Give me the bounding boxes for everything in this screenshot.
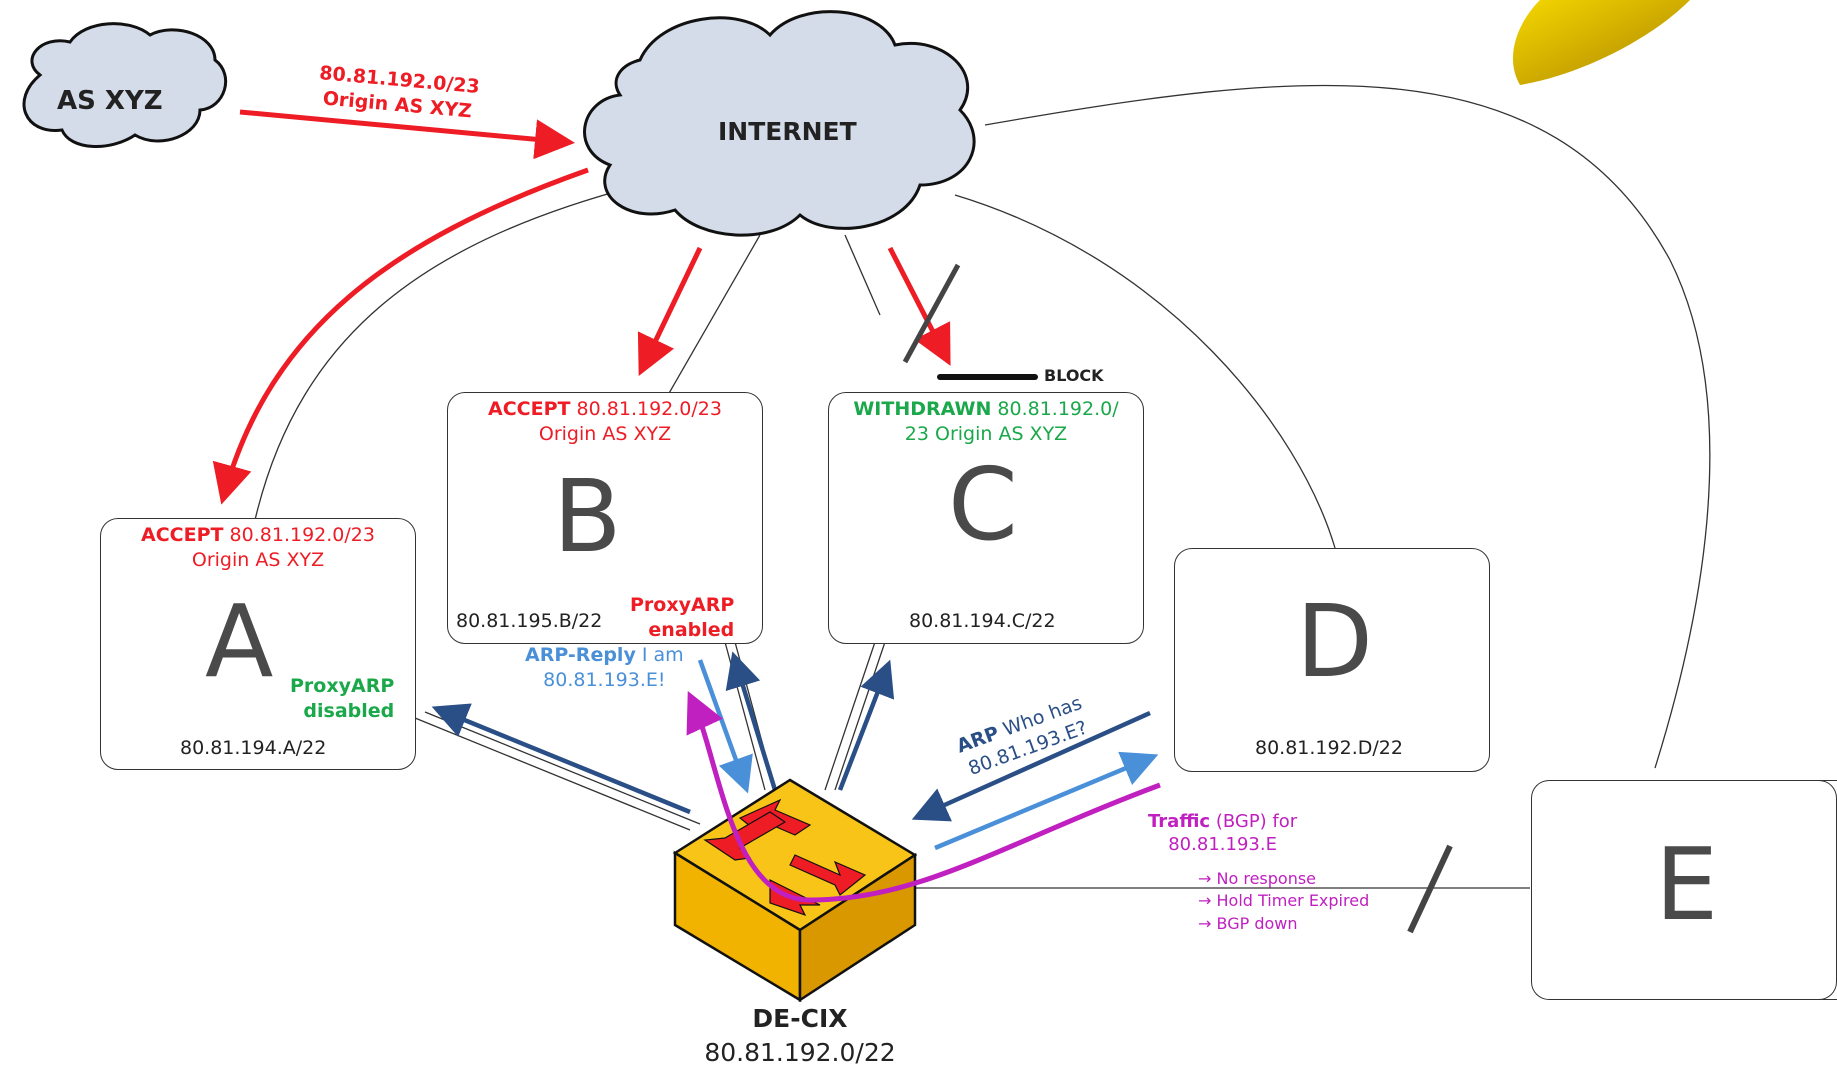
decix-name: DE-CIX xyxy=(752,1004,848,1033)
as-xyz-cloud-icon xyxy=(22,22,228,148)
cable-internet-d xyxy=(954,194,1336,549)
traffic-rest: (BGP) for xyxy=(1215,811,1298,832)
arp-reply-rest: I am xyxy=(641,644,684,666)
arp-reply-label: ARP-Reply I am 80.81.193.E! xyxy=(525,643,684,692)
router-b-proxyarp: ProxyARP enabled xyxy=(630,593,734,642)
traffic-address: 80.81.193.E xyxy=(1168,834,1277,856)
cable-internet-c xyxy=(844,234,881,316)
router-b-letter: B xyxy=(553,458,622,575)
router-b-proxyarp-line1: ProxyARP xyxy=(630,594,735,616)
router-b-box xyxy=(447,392,763,644)
arrow-switch-to-a xyxy=(431,703,691,815)
router-b-accept: ACCEPT 80.81.192.0/23 Origin AS XYZ xyxy=(447,397,763,446)
arrow-asxyz-to-internet xyxy=(239,109,575,160)
router-a-address: 80.81.194.A/22 xyxy=(180,737,327,759)
router-b-proxyarp-line2: enabled xyxy=(648,618,735,641)
router-c-withdrawn-prefix: 80.81.192.0/ xyxy=(997,398,1119,420)
banana-decoration-icon xyxy=(1512,0,1690,85)
cable-switch-c-2 xyxy=(834,641,886,791)
router-c-address: 80.81.194.C/22 xyxy=(909,610,1056,632)
traffic-note-3: → BGP down xyxy=(1198,913,1298,933)
router-a-proxyarp: ProxyARP disabled xyxy=(290,674,394,723)
router-a-accept-keyword: ACCEPT xyxy=(141,524,224,546)
traffic-notes: → No response → Hold Timer Expired → BGP… xyxy=(1198,868,1369,935)
router-a-accept-origin: Origin AS XYZ xyxy=(191,548,325,571)
cable-switch-a-2 xyxy=(424,711,701,825)
router-b-address: 80.81.195.B/22 xyxy=(456,610,603,632)
router-b-accept-keyword: ACCEPT xyxy=(488,398,571,420)
traffic-note-2: → Hold Timer Expired xyxy=(1198,891,1370,911)
internet-cloud-icon xyxy=(583,10,976,237)
router-c-box xyxy=(828,392,1144,644)
arrow-switch-to-b xyxy=(725,651,778,791)
router-c-withdrawn-keyword: WITHDRAWN xyxy=(853,398,992,420)
traffic-keyword: Traffic xyxy=(1148,811,1211,832)
router-c-withdrawn: WITHDRAWN 80.81.192.0/ 23 Origin AS XYZ xyxy=(828,397,1144,446)
arrow-b-reply-to-switch xyxy=(697,659,753,794)
router-e-letter: E xyxy=(1655,826,1719,943)
arrow-internet-to-b xyxy=(637,246,703,377)
router-a-accept: ACCEPT 80.81.192.0/23 Origin AS XYZ xyxy=(100,523,416,572)
arp-reply-address: 80.81.193.E! xyxy=(543,668,666,691)
block-label: BLOCK xyxy=(1044,366,1104,385)
arrow-internet-to-a xyxy=(212,167,589,505)
arp-reply-keyword: ARP-Reply xyxy=(525,644,636,666)
cable-switch-a xyxy=(414,717,691,831)
arrow-switch-to-c xyxy=(837,659,895,791)
cable-internet-a xyxy=(254,184,641,521)
router-a-box xyxy=(100,518,416,770)
internet-label: INTERNET xyxy=(718,117,857,146)
arrow-d-arp-to-switch xyxy=(911,710,1151,822)
router-a-accept-prefix: 80.81.192.0/23 xyxy=(229,524,375,546)
router-a-proxyarp-line1: ProxyARP xyxy=(290,675,395,697)
router-a-proxyarp-line2: disabled xyxy=(303,699,395,722)
router-c-letter: C xyxy=(948,446,1018,563)
router-b-accept-origin: Origin AS XYZ xyxy=(538,422,672,445)
router-d-box xyxy=(1174,548,1490,772)
cable-internet-b xyxy=(667,234,761,396)
cable-internet-e xyxy=(984,84,1711,769)
arp-arrows xyxy=(431,651,1159,851)
decix-prefix: 80.81.192.0/22 xyxy=(704,1038,896,1067)
router-d-letter: D xyxy=(1296,583,1374,700)
traffic-label: Traffic (BGP) for 80.81.193.E xyxy=(1148,810,1297,857)
cable-switch-b xyxy=(724,641,766,791)
as-xyz-label: AS XYZ xyxy=(57,86,163,116)
router-a-letter: A xyxy=(205,583,274,700)
arrow-switch-reply-to-d xyxy=(934,751,1159,851)
link-e-broken-slash xyxy=(1407,844,1453,934)
router-c-withdrawn-origin: 23 Origin AS XYZ xyxy=(904,422,1068,445)
router-b-accept-prefix: 80.81.192.0/23 xyxy=(576,398,722,420)
traffic-note-1: → No response xyxy=(1198,869,1317,888)
router-e-box-right xyxy=(1781,780,1837,1000)
traffic-path xyxy=(686,690,1161,903)
router-d-address: 80.81.192.D/22 xyxy=(1255,737,1403,759)
announcement-arrows xyxy=(212,109,951,505)
block-slash xyxy=(902,263,961,364)
arrow-internet-to-c xyxy=(887,246,951,366)
